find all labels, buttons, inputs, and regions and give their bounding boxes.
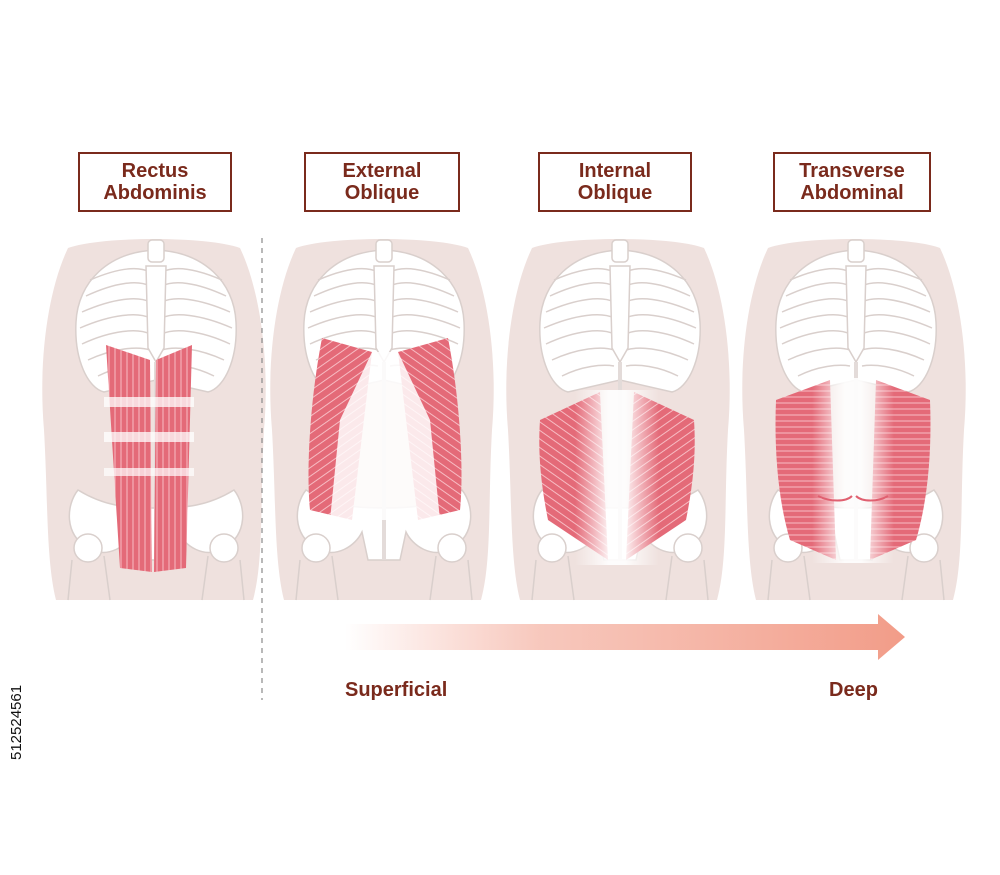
rectus-right-muscle bbox=[154, 345, 192, 572]
label-rectus-abdominis: Rectus Abdominis bbox=[78, 152, 232, 212]
label-line2: Oblique bbox=[577, 182, 653, 204]
label-external-oblique: External Oblique bbox=[304, 152, 460, 212]
panel-internal-oblique bbox=[504, 237, 732, 602]
label-line2: Abdominal bbox=[800, 182, 904, 204]
stock-id-watermark: 512524561 bbox=[6, 640, 30, 760]
deep-label: Deep bbox=[829, 679, 878, 701]
depth-arrow bbox=[345, 614, 905, 660]
panel-rectus-abdominis bbox=[40, 237, 268, 602]
label-line1: Transverse bbox=[799, 160, 905, 182]
panel-external-oblique bbox=[268, 237, 496, 602]
label-line1: Rectus bbox=[121, 160, 189, 182]
superficial-label: Superficial bbox=[345, 679, 448, 701]
stock-id-text: 512524561 bbox=[8, 684, 25, 760]
panel-transverse-abdominal bbox=[740, 237, 968, 602]
label-internal-oblique: Internal Oblique bbox=[538, 152, 692, 212]
label-line2: Oblique bbox=[344, 182, 420, 204]
label-line1: External bbox=[342, 160, 422, 182]
label-transverse-abdominal: Transverse Abdominal bbox=[773, 152, 931, 212]
label-line2: Abdominis bbox=[103, 182, 207, 204]
label-line1: Internal bbox=[578, 160, 652, 182]
